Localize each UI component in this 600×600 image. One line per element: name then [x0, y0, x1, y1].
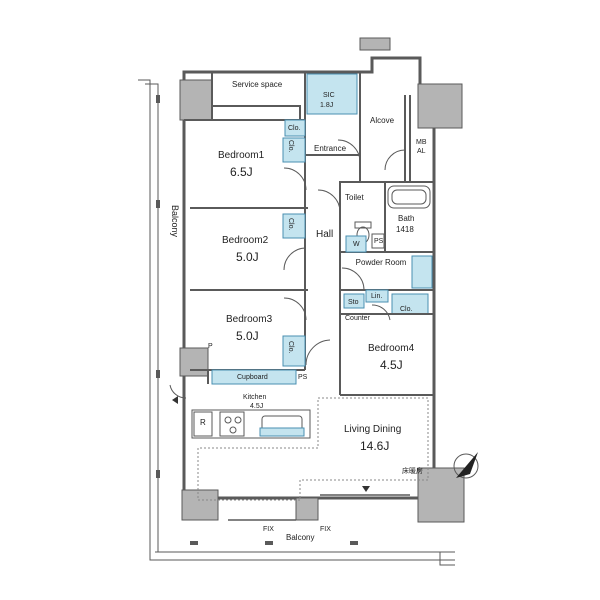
bedroom4-label: Bedroom4	[368, 343, 415, 354]
sic-size-label: 1.8J	[320, 102, 334, 109]
balcony-railing	[138, 79, 455, 566]
washer-label: W	[353, 241, 360, 248]
bedroom2-size: 5.0J	[236, 250, 259, 264]
kitchen-size-label: 4.5J	[250, 403, 264, 410]
balcony-arrow-mark	[172, 396, 178, 404]
ps-label-cupboard: PS	[298, 374, 308, 381]
bath-size-label: 1418	[396, 225, 414, 234]
north-arrow	[453, 452, 479, 479]
clo-label-bedroom4: Clo.	[400, 306, 413, 313]
sic-label: SIC	[323, 92, 335, 99]
bedroom4-walls	[340, 313, 434, 396]
sto-label: Sto	[348, 299, 359, 306]
bath-tub	[387, 185, 431, 209]
entrance-label: Entrance	[314, 144, 347, 153]
ps-label: PS	[374, 238, 384, 245]
al-label: AL	[417, 148, 426, 155]
windows	[183, 130, 410, 521]
clo-label-bedroom3: Clo.	[287, 341, 294, 354]
entrance-walls	[305, 95, 411, 182]
closets	[211, 119, 306, 385]
bedroom2-label: Bedroom2	[222, 235, 269, 246]
clo-label-bedroom2: Clo.	[287, 218, 294, 231]
kitchen-counter	[191, 409, 311, 439]
refrigerator-label: R	[200, 418, 206, 427]
lin-label: Lin.	[371, 293, 383, 300]
floor-heating-area	[197, 397, 429, 501]
sic-storage	[306, 73, 358, 115]
counter-label: Counter	[345, 315, 370, 322]
service-space-label: Service space	[232, 80, 283, 89]
living-dining-size: 14.6J	[360, 439, 390, 453]
fix-label-right: FIX	[320, 526, 331, 533]
living-dining-label: Living Dining	[344, 424, 402, 435]
alcove-label: Alcove	[370, 116, 395, 125]
mb-label: MB	[416, 139, 427, 146]
bath-label: Bath	[398, 214, 415, 223]
hall-label: Hall	[316, 229, 334, 240]
bedroom1-label: Bedroom1	[218, 150, 265, 161]
washer-and-sink	[343, 233, 433, 315]
floor-heating-label: 床暖房	[402, 468, 423, 475]
balcony-posts	[156, 95, 358, 545]
clo-label-bedroom1: Clo.	[287, 140, 294, 153]
bedroom3-size: 5.0J	[236, 329, 259, 343]
bedroom3-label: Bedroom3	[226, 314, 273, 325]
kitchen-label: Kitchen	[243, 394, 267, 401]
clo-label-entrance: Clo.	[288, 125, 301, 132]
balcony-bottom-label: Balcony	[286, 533, 315, 542]
fix-label-left: FIX	[263, 526, 274, 533]
entry-arrow-mark	[362, 486, 370, 492]
door-swings	[169, 139, 406, 399]
balcony-side-label: Balcony	[170, 205, 180, 238]
powder-room-label: Powder Room	[355, 258, 407, 267]
bedroom1-size: 6.5J	[230, 165, 253, 179]
toilet-label: Toilet	[345, 193, 364, 202]
bedroom4-size: 4.5J	[380, 358, 403, 372]
cupboard-label: Cupboard	[237, 374, 268, 381]
p-label: P	[208, 343, 213, 350]
